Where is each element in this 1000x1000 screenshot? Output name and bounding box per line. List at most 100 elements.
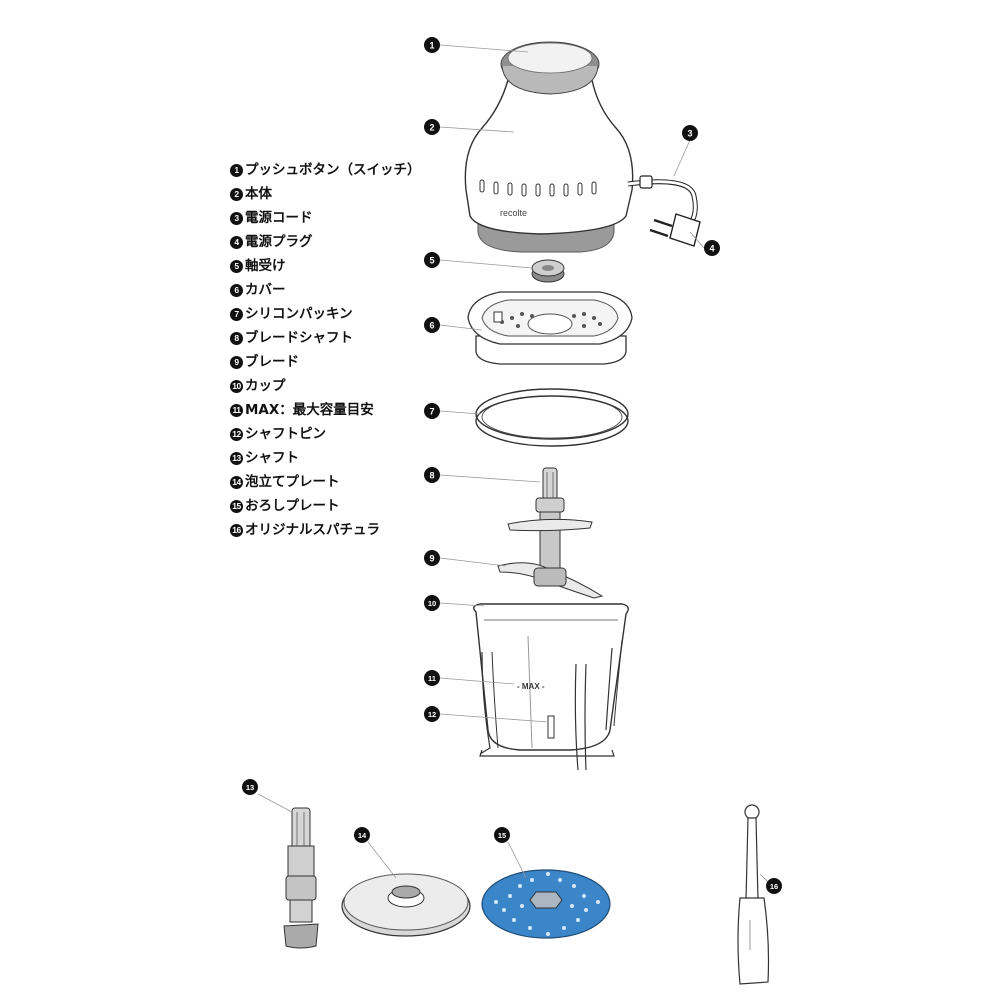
part-label: 本体 [245,186,272,202]
svg-text:4: 4 [709,244,714,254]
motor-unit: recolte [464,41,634,253]
power-plug [649,213,701,247]
callout-6: 6 [424,317,440,333]
blade [497,562,604,599]
callout-15: 15 [494,827,510,843]
part-label: 電源プラグ [245,234,313,250]
svg-text:10: 10 [428,599,436,608]
vent-slots [479,179,597,197]
part-label: 軸受け [245,258,286,274]
callout-11: 11 [424,670,440,686]
callout-2: 2 [424,119,440,135]
power-cord [627,175,698,226]
svg-text:3: 3 [687,129,692,139]
part-label: おろしプレート [245,498,340,514]
part-label: ブレードシャフト [245,330,353,346]
part-label: シャフト [245,450,299,466]
svg-text:2: 2 [429,123,434,133]
svg-text:15: 15 [498,831,506,840]
svg-text:16: 16 [770,882,778,891]
blade-shaft [507,467,593,583]
part-number-badge: 8 [230,331,243,345]
part-number-badge: 9 [230,355,243,369]
bearing [531,259,565,283]
cup: - MAX - [473,603,629,771]
part-number-badge: 10 [230,379,243,393]
part-label: カバー [245,282,286,298]
callout-12: 12 [424,706,440,722]
part-label: ブレード [245,354,299,370]
part-number-badge: 3 [230,211,243,225]
part-number-badge: 4 [230,235,243,249]
svg-text:14: 14 [358,831,367,840]
part-number-badge: 14 [230,475,243,489]
max-line-mark: - MAX - [517,682,545,691]
part-number-badge: 11 [230,403,243,417]
part-label: シャフトピン [245,426,326,442]
callout-10: 10 [424,595,440,611]
part-label: MAX：最大容量目安 [245,402,374,418]
cover [467,291,633,365]
callout-3: 3 [682,125,698,141]
svg-text:9: 9 [429,554,434,564]
callout-1: 1 [424,37,440,53]
svg-text:6: 6 [429,321,434,331]
silicone-packing [475,388,629,447]
part-label: 泡立てプレート [245,474,340,490]
callout-4: 4 [704,240,720,256]
part-number-badge: 5 [230,259,243,273]
grating-plate [481,869,611,939]
leader-lines [257,44,771,885]
svg-text:8: 8 [429,471,434,481]
callout-5: 5 [424,252,440,268]
part-number-badge: 7 [230,307,243,321]
svg-text:1: 1 [429,41,434,51]
part-label: シリコンパッキン [245,306,353,322]
push-button-rim [501,65,599,95]
part-label: 電源コード [245,210,313,226]
part-number-badge: 13 [230,451,243,465]
part-label: プッシュボタン（スイッチ） [245,162,421,178]
whisking-plate [341,873,471,937]
svg-text:13: 13 [246,783,254,792]
part-label: カップ [245,378,286,394]
part-number-badge: 16 [230,523,243,537]
svg-text:11: 11 [428,674,436,683]
part-label: オリジナルスパチュラ [245,522,380,538]
callout-16: 16 [766,878,782,894]
brand-logo: recolte [500,208,527,218]
part-number-badge: 6 [230,283,243,297]
shaft [283,807,319,949]
callout-14: 14 [354,827,370,843]
svg-text:7: 7 [429,407,434,417]
callout-9: 9 [424,550,440,566]
part-number-badge: 12 [230,427,243,441]
part-number-badge: 15 [230,499,243,513]
callout-13: 13 [242,779,258,795]
push-button-top [507,42,593,74]
part-number-badge: 2 [230,187,243,201]
callout-8: 8 [424,467,440,483]
svg-text:12: 12 [428,710,436,719]
svg-text:5: 5 [429,256,434,266]
spatula [737,804,770,985]
body [464,79,634,235]
